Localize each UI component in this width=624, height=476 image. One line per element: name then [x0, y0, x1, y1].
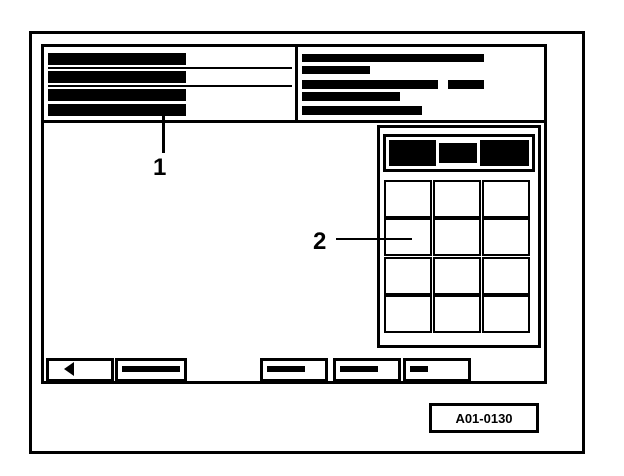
header-right-bar-5: [302, 92, 400, 101]
keypad-key[interactable]: [482, 180, 530, 218]
header-left-bar-1: [48, 53, 186, 65]
soft-button-2-bar: [267, 366, 305, 372]
keypad-display-window: [436, 140, 480, 166]
header-right-bar-2: [302, 66, 370, 74]
left-arrow-icon: [64, 362, 74, 376]
header-left-rule-2: [48, 85, 292, 87]
keypad-key[interactable]: [433, 295, 481, 333]
soft-button-3-bar: [340, 366, 378, 372]
soft-button-1[interactable]: [115, 358, 187, 382]
keypad-key[interactable]: [384, 295, 432, 333]
back-button[interactable]: [46, 358, 114, 382]
header-right-bar-6: [302, 106, 422, 115]
callout-2-label: 2: [313, 228, 327, 255]
soft-button-1-bar: [122, 366, 180, 372]
keypad-key[interactable]: [433, 218, 481, 256]
soft-button-3[interactable]: [333, 358, 401, 382]
keypad-key[interactable]: [482, 218, 530, 256]
keypad-key[interactable]: [433, 180, 481, 218]
header-column-divider: [295, 44, 298, 122]
callout-1-leader: [162, 115, 165, 153]
soft-button-4-bar: [410, 366, 428, 372]
header-left-rule-1: [48, 67, 292, 69]
callout-2-leader: [336, 238, 412, 240]
keypad-key[interactable]: [384, 257, 432, 295]
keypad-key[interactable]: [384, 180, 432, 218]
header-right-bar-4: [448, 80, 484, 89]
header-left-bar-4: [48, 104, 186, 116]
soft-button-2[interactable]: [260, 358, 328, 382]
header-divider: [41, 120, 547, 123]
keypad-key[interactable]: [384, 218, 432, 256]
soft-button-4[interactable]: [403, 358, 471, 382]
header-right-bar-3: [302, 80, 438, 89]
header-left-bar-3: [48, 89, 186, 101]
keypad-key[interactable]: [482, 257, 530, 295]
reference-code: A01-0130: [429, 403, 539, 433]
callout-1-label: 1: [153, 154, 167, 181]
keypad-key[interactable]: [433, 257, 481, 295]
header-right-bar-1: [302, 54, 484, 62]
keypad-key[interactable]: [482, 295, 530, 333]
header-left-bar-2: [48, 71, 186, 83]
